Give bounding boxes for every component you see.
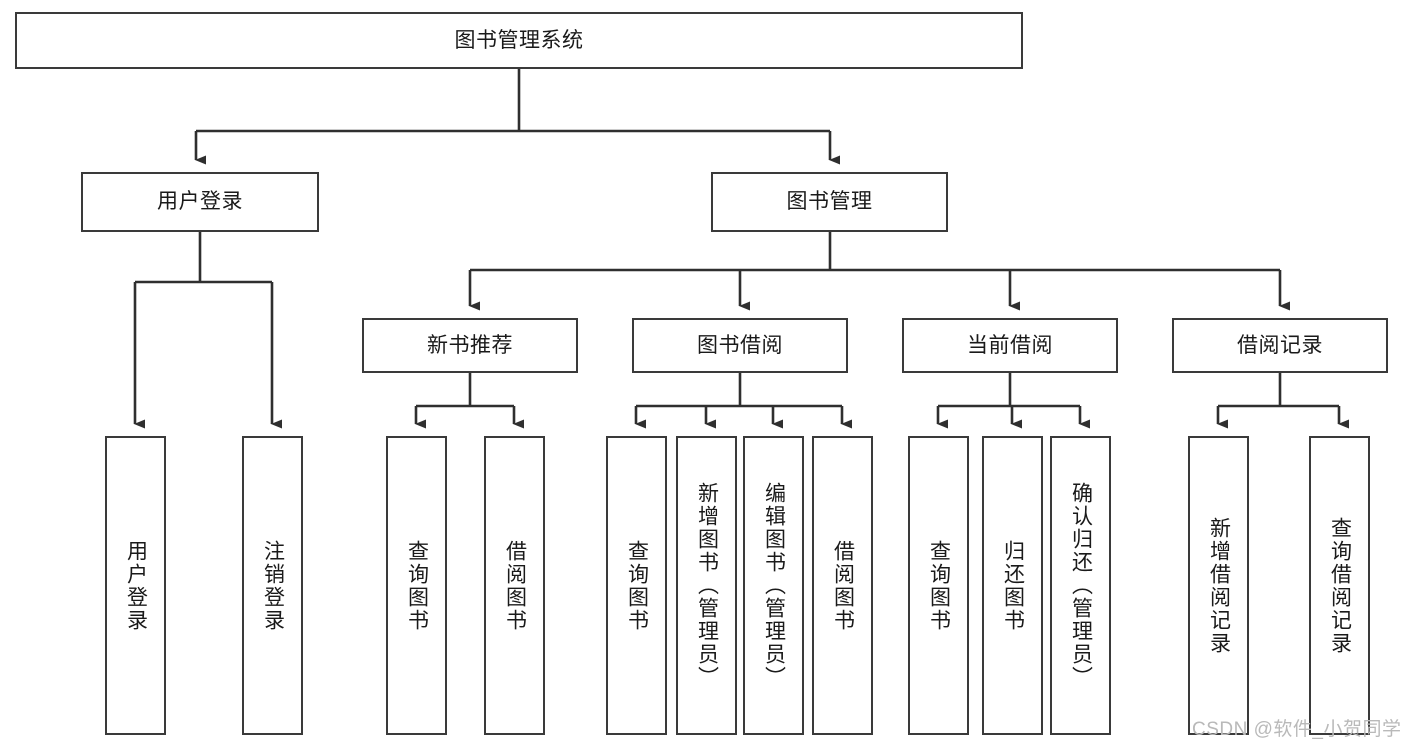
node-leaf-user-logout-label: 注销登录 (261, 539, 285, 632)
node-borrow-record-label: 借阅记录 (1237, 333, 1323, 357)
node-leaf-user-logout[interactable]: 注销登录 (242, 436, 303, 735)
node-leaf-edit-book[interactable]: 编辑图书（管理员） (743, 436, 804, 735)
node-leaf-user-login-label: 用户登录 (124, 539, 148, 632)
node-leaf-add-record-label: 新增借阅记录 (1207, 516, 1231, 655)
node-current-borrow-label: 当前借阅 (967, 333, 1053, 357)
node-new-book-recommend[interactable]: 新书推荐 (362, 318, 578, 373)
node-leaf-borrow-book-1[interactable]: 借阅图书 (484, 436, 545, 735)
node-current-borrow[interactable]: 当前借阅 (902, 318, 1118, 373)
node-leaf-query-record-label: 查询借阅记录 (1328, 516, 1352, 655)
node-book-borrow-label: 图书借阅 (697, 333, 783, 357)
node-user-login-label: 用户登录 (157, 190, 243, 214)
node-borrow-record[interactable]: 借阅记录 (1172, 318, 1388, 373)
node-leaf-return-book-label: 归还图书 (1001, 539, 1025, 632)
node-leaf-query-book-3[interactable]: 查询图书 (908, 436, 969, 735)
node-new-book-recommend-label: 新书推荐 (427, 333, 513, 357)
node-leaf-query-book-1[interactable]: 查询图书 (386, 436, 447, 735)
node-leaf-add-book-label: 新增图书（管理员） (695, 482, 719, 689)
node-leaf-edit-book-label: 编辑图书（管理员） (762, 482, 786, 689)
node-leaf-query-record[interactable]: 查询借阅记录 (1309, 436, 1370, 735)
node-leaf-confirm-return[interactable]: 确认归还（管理员） (1050, 436, 1111, 735)
node-leaf-borrow-book-2-label: 借阅图书 (831, 539, 855, 632)
node-leaf-confirm-return-label: 确认归还（管理员） (1069, 482, 1093, 689)
node-user-login[interactable]: 用户登录 (81, 172, 319, 232)
node-leaf-user-login[interactable]: 用户登录 (105, 436, 166, 735)
node-root-system[interactable]: 图书管理系统 (15, 12, 1023, 69)
node-leaf-return-book[interactable]: 归还图书 (982, 436, 1043, 735)
node-leaf-borrow-book-2[interactable]: 借阅图书 (812, 436, 873, 735)
node-leaf-query-book-1-label: 查询图书 (405, 539, 429, 632)
node-book-borrow[interactable]: 图书借阅 (632, 318, 848, 373)
node-leaf-add-book[interactable]: 新增图书（管理员） (676, 436, 737, 735)
node-book-manage[interactable]: 图书管理 (711, 172, 948, 232)
node-root-system-label: 图书管理系统 (454, 28, 584, 52)
node-leaf-borrow-book-1-label: 借阅图书 (503, 539, 527, 632)
node-leaf-query-book-2-label: 查询图书 (625, 539, 649, 632)
node-leaf-query-book-3-label: 查询图书 (927, 539, 951, 632)
node-leaf-add-record[interactable]: 新增借阅记录 (1188, 436, 1249, 735)
node-leaf-query-book-2[interactable]: 查询图书 (606, 436, 667, 735)
node-book-manage-label: 图书管理 (786, 190, 873, 214)
